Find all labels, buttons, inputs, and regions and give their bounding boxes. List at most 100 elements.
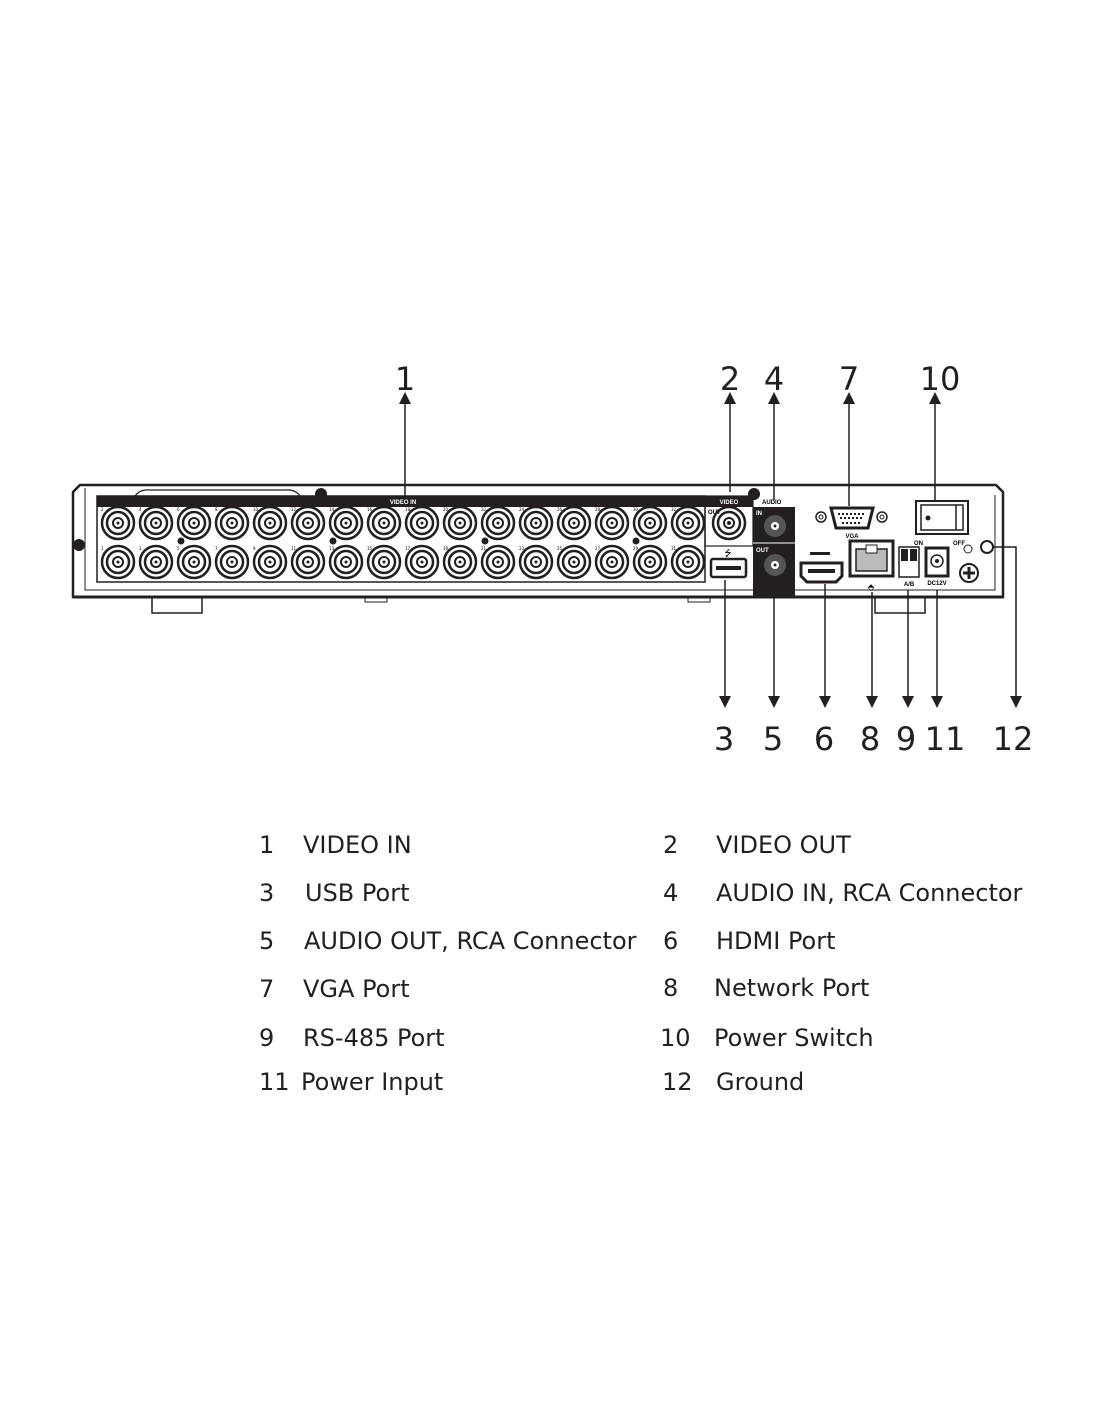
callout-6: 6 bbox=[814, 720, 834, 758]
audio-in-label: IN bbox=[756, 511, 762, 517]
callout-3: 3 bbox=[714, 720, 734, 758]
bnc-channel-number: 30 bbox=[633, 507, 639, 512]
callout-9: 9 bbox=[896, 720, 916, 758]
bnc-connector: 9 bbox=[252, 544, 288, 580]
callout-4: 4 bbox=[764, 360, 784, 398]
legend-num: 6 bbox=[663, 927, 679, 955]
usb-port: ⭍ bbox=[709, 548, 748, 579]
bnc-connector: 32 bbox=[670, 505, 706, 541]
bnc-connector: 8 bbox=[214, 505, 250, 541]
legend-label: AUDIO IN, RCA Connector bbox=[716, 879, 1023, 907]
bnc-channel-number: 6 bbox=[177, 507, 180, 512]
bnc-channel-number: 23 bbox=[519, 546, 525, 551]
bnc-channel-number: 25 bbox=[557, 546, 563, 551]
screw-icon bbox=[177, 537, 185, 545]
video-out-label: VIDEO bbox=[720, 500, 739, 506]
legend-label: Power Input bbox=[301, 1068, 444, 1096]
bnc-connector: 15 bbox=[366, 544, 402, 580]
screw-icon bbox=[329, 537, 337, 545]
bnc-channel-number: 9 bbox=[253, 546, 256, 551]
bnc-channel-number: 27 bbox=[595, 546, 601, 551]
vga-label: VGA bbox=[845, 534, 859, 540]
bnc-connector: 12 bbox=[290, 505, 326, 541]
network-icon: ⬘ bbox=[868, 583, 875, 593]
bnc-connector: 1 bbox=[100, 544, 136, 580]
bnc-channel-number: 11 bbox=[291, 546, 297, 551]
bnc-connector: 28 bbox=[594, 505, 630, 541]
legend-label: VGA Port bbox=[303, 975, 410, 1003]
callout-7: 7 bbox=[839, 360, 859, 398]
callout-1: 1 bbox=[395, 360, 415, 398]
legend-num: 7 bbox=[259, 975, 275, 1003]
rs485-port: A/B bbox=[898, 546, 920, 588]
bnc-channel-number: 31 bbox=[671, 546, 677, 551]
bnc-channel-number: 5 bbox=[177, 546, 180, 551]
bnc-connector: 10 bbox=[252, 505, 288, 541]
rs485-label: A/B bbox=[904, 582, 915, 588]
legend-num: 1 bbox=[259, 831, 275, 859]
audio-rca-block: AUDIO IN OUT bbox=[748, 488, 795, 597]
bnc-channel-number: 26 bbox=[557, 507, 563, 512]
bnc-channel-number: 21 bbox=[481, 546, 487, 551]
legend-num: 10 bbox=[660, 1024, 691, 1052]
audio-label: AUDIO bbox=[762, 500, 782, 506]
bnc-channel-number: 7 bbox=[215, 546, 218, 551]
callout-11: 11 bbox=[925, 720, 966, 758]
bnc-channel-number: 16 bbox=[367, 507, 373, 512]
bnc-connector: 30 bbox=[632, 505, 668, 541]
bnc-channel-number: 12 bbox=[291, 507, 297, 512]
switch-off-label: OFF bbox=[953, 541, 965, 547]
bnc-connector: 17 bbox=[404, 544, 440, 580]
video-out-bnc-connector bbox=[711, 505, 747, 541]
bnc-channel-number: 10 bbox=[253, 507, 259, 512]
callout-arrows bbox=[399, 392, 1022, 708]
bnc-connector: 16 bbox=[366, 505, 402, 541]
callout-5: 5 bbox=[763, 720, 783, 758]
bnc-connector: 6 bbox=[176, 505, 212, 541]
legend-num: 12 bbox=[662, 1068, 693, 1096]
legend-num: 2 bbox=[663, 831, 679, 859]
bnc-connector: 29 bbox=[632, 544, 668, 580]
bnc-channel-number: 22 bbox=[481, 507, 487, 512]
callout-numbers-top: 1 2 4 7 10 bbox=[395, 360, 961, 398]
bnc-connector: 21 bbox=[480, 544, 516, 580]
bnc-connector: 20 bbox=[442, 505, 478, 541]
legend-label: Network Port bbox=[714, 974, 870, 1002]
bnc-channel-number: 28 bbox=[595, 507, 601, 512]
legend-label: USB Port bbox=[305, 879, 410, 907]
bnc-channel-number: 18 bbox=[405, 507, 411, 512]
callout-8: 8 bbox=[860, 720, 880, 758]
video-out-sublabel: OUT bbox=[708, 510, 721, 516]
legend-num: 5 bbox=[259, 927, 275, 955]
audio-out-label: OUT bbox=[756, 548, 769, 554]
bnc-channel-number: 24 bbox=[519, 507, 525, 512]
legend-label: HDMI Port bbox=[716, 927, 836, 955]
legend-label: Power Switch bbox=[714, 1024, 874, 1052]
vga-port bbox=[815, 506, 888, 530]
bnc-channel-number: 29 bbox=[633, 546, 639, 551]
bnc-channel-number: 8 bbox=[215, 507, 218, 512]
callout-numbers-bottom: 3 5 6 8 9 11 12 bbox=[714, 720, 1034, 758]
legend-label: VIDEO OUT bbox=[716, 831, 851, 859]
panel-screws bbox=[177, 537, 640, 545]
legend-num: 3 bbox=[259, 879, 275, 907]
bnc-channel-number: 32 bbox=[671, 507, 677, 512]
bnc-connector: 11 bbox=[290, 544, 326, 580]
bnc-connector: 24 bbox=[518, 505, 554, 541]
bnc-connector: 23 bbox=[518, 544, 554, 580]
screw-icon bbox=[73, 539, 85, 551]
bnc-connector: 18 bbox=[404, 505, 440, 541]
bnc-channel-number: 4 bbox=[139, 507, 142, 512]
bnc-connector: 31 bbox=[670, 544, 706, 580]
bnc-connector: 14 bbox=[328, 505, 364, 541]
bnc-connector: 25 bbox=[556, 544, 592, 580]
bnc-channel-number: 14 bbox=[329, 507, 335, 512]
legend-num: 11 bbox=[259, 1068, 290, 1096]
bnc-connector: 27 bbox=[594, 544, 630, 580]
power-input-label: DC12V bbox=[927, 581, 946, 587]
switch-on-label: ON bbox=[914, 541, 923, 547]
bnc-connector: 3 bbox=[138, 544, 174, 580]
bnc-channel-number: 1 bbox=[101, 546, 104, 551]
